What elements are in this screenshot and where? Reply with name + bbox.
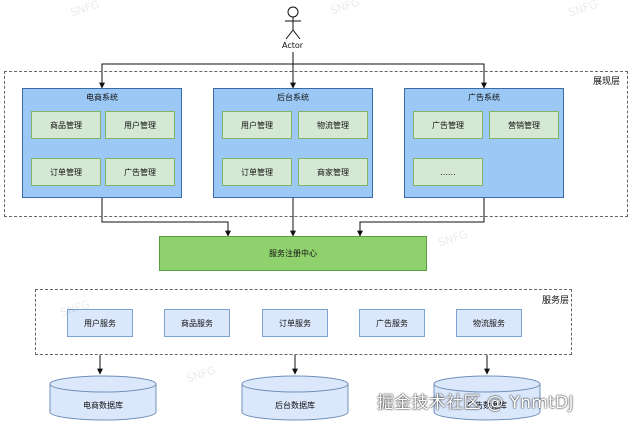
service-layer-label: 服务层 — [542, 296, 570, 306]
module-more-placeholder[interactable]: ...... — [413, 158, 483, 186]
database-ecommerce-label: 电商数据库 — [83, 401, 123, 410]
system-ecommerce[interactable]: 电商系统 商品管理 用户管理 订单管理 广告管理 — [22, 88, 182, 198]
database-cylinder-1 — [49, 375, 157, 421]
database-advertising-label: 广告数据库 — [467, 401, 507, 410]
service-logistics[interactable]: 物流服务 — [456, 309, 522, 337]
background-watermark: SNFG — [184, 363, 218, 386]
module-merchant-management[interactable]: 商家管理 — [298, 158, 368, 186]
system-backend[interactable]: 后台系统 用户管理 物流管理 订单管理 商家管理 — [213, 88, 373, 198]
module-order-management[interactable]: 订单管理 — [222, 158, 292, 186]
service-user[interactable]: 用户服务 — [67, 309, 133, 337]
module-marketing-management[interactable]: 营销管理 — [489, 111, 559, 139]
system-title: 后台系统 — [277, 93, 309, 102]
module-logistics-management[interactable]: 物流管理 — [298, 111, 368, 139]
system-title: 电商系统 — [86, 93, 118, 102]
actor-figure — [285, 6, 301, 40]
background-watermark: SNFG — [68, 0, 102, 20]
module-order-management[interactable]: 订单管理 — [31, 158, 101, 186]
module-product-management[interactable]: 商品管理 — [31, 111, 101, 139]
database-cylinder-2 — [241, 375, 349, 421]
service-registry[interactable]: 服务注册中心 — [159, 236, 427, 271]
service-product[interactable]: 商品服务 — [164, 309, 230, 337]
actor-label: Actor — [282, 41, 304, 50]
system-title: 广告系统 — [468, 93, 500, 102]
background-watermark: SNFG — [566, 0, 600, 20]
service-layer — [35, 289, 572, 355]
background-watermark: SNFG — [328, 0, 362, 18]
presentation-layer-label: 展现层 — [593, 77, 621, 87]
presentation-layer — [4, 71, 628, 217]
database-backend-label: 后台数据库 — [275, 401, 315, 410]
background-watermark: SNFG — [436, 227, 470, 250]
module-user-management[interactable]: 用户管理 — [222, 111, 292, 139]
module-user-management[interactable]: 用户管理 — [105, 111, 175, 139]
site-watermark: 掘金技术社区 @ YnmtDJ — [377, 393, 574, 413]
service-advertising[interactable]: 广告服务 — [359, 309, 425, 337]
service-to-database-connectors — [97, 355, 490, 375]
service-order[interactable]: 订单服务 — [262, 309, 328, 337]
system-advertising[interactable]: 广告系统 广告管理 营销管理 ...... — [404, 88, 564, 198]
module-ad-management[interactable]: 广告管理 — [105, 158, 175, 186]
module-ad-management[interactable]: 广告管理 — [413, 111, 483, 139]
